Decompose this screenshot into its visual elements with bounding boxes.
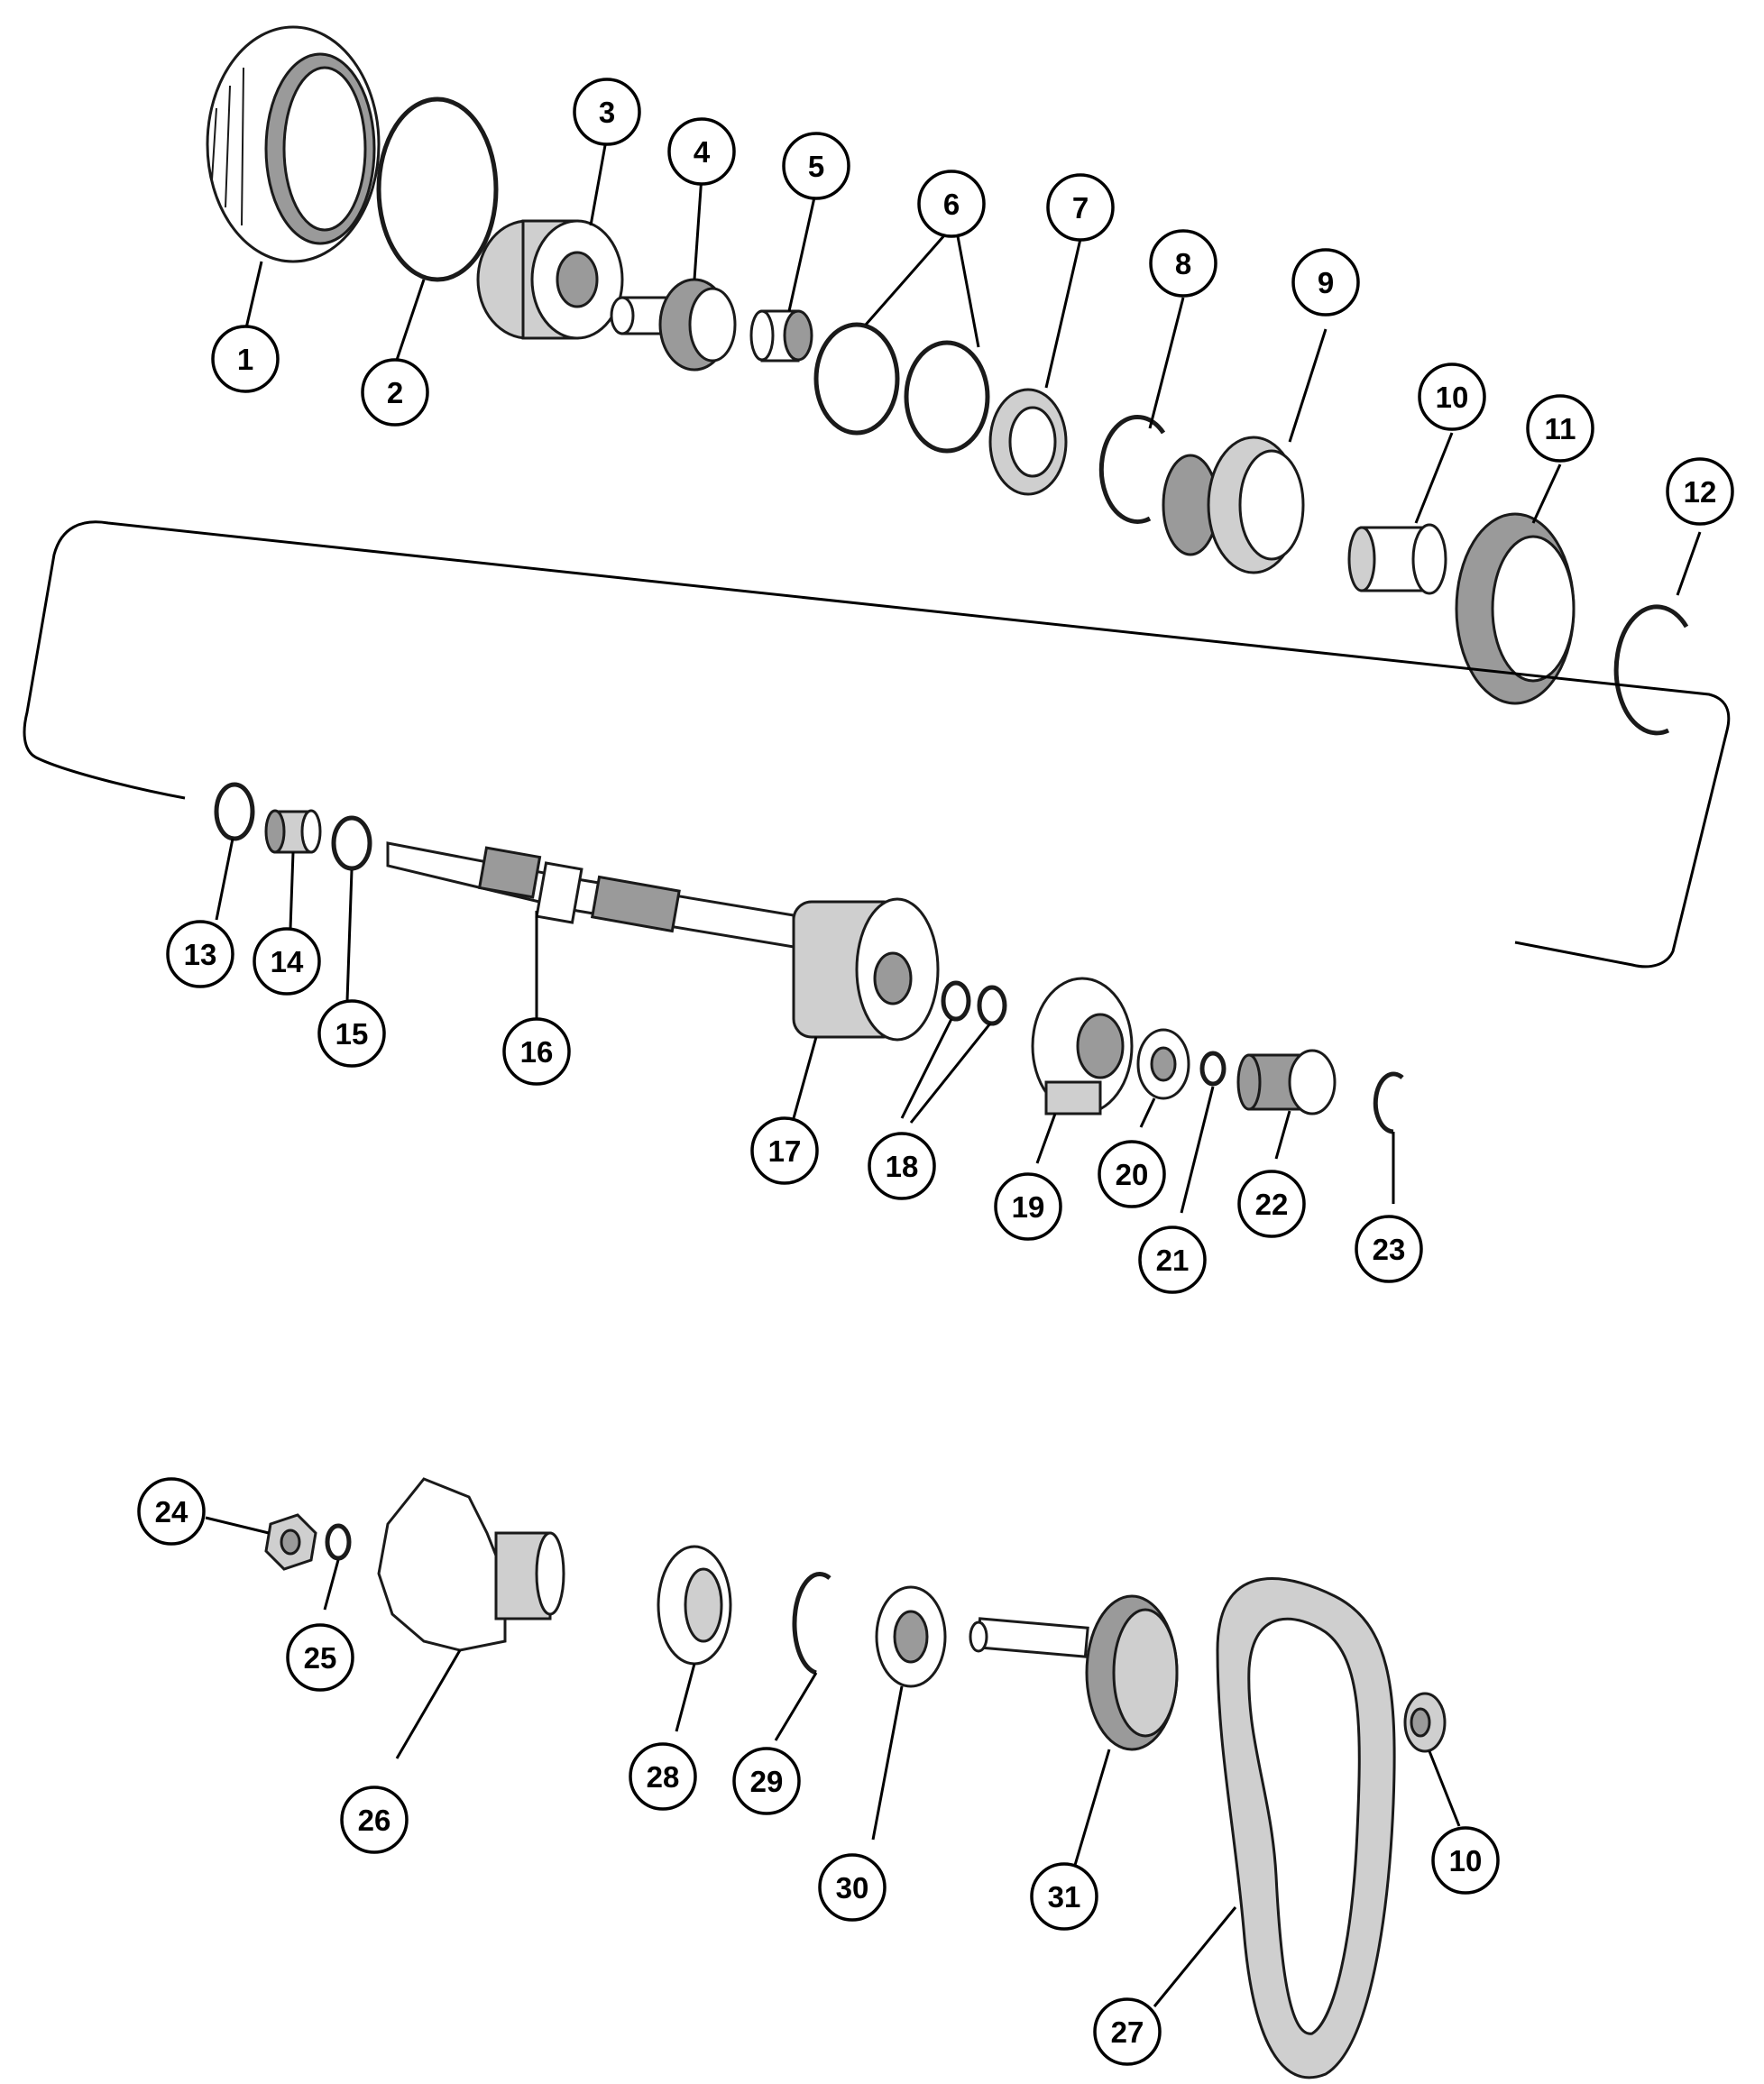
part-mainshaft — [386, 841, 795, 949]
svg-text:21: 21 — [1156, 1244, 1190, 1277]
svg-text:8: 8 — [1175, 247, 1191, 280]
svg-text:4: 4 — [694, 135, 711, 169]
svg-text:27: 27 — [1111, 2015, 1144, 2049]
callout-26: 26 — [340, 1786, 409, 1854]
part-drive-chain — [1216, 1577, 1396, 2079]
svg-text:31: 31 — [1048, 1880, 1081, 1914]
svg-text:5: 5 — [808, 150, 824, 183]
callout-18: 18 — [868, 1132, 936, 1200]
callout-11: 11 — [1526, 394, 1594, 463]
callout-10a: 10 — [1418, 363, 1486, 431]
part-clutch-hub — [1162, 436, 1305, 574]
part-oil-pump-housing — [792, 897, 940, 1042]
svg-text:19: 19 — [1012, 1190, 1045, 1224]
callout-8: 8 — [1149, 229, 1217, 298]
callout-7: 7 — [1046, 173, 1115, 242]
callout-17: 17 — [750, 1116, 819, 1185]
part-seal — [657, 1545, 732, 1666]
svg-text:23: 23 — [1373, 1233, 1406, 1266]
callout-21: 21 — [1138, 1226, 1207, 1294]
part-snap-ring-12 — [1613, 604, 1689, 736]
part-planet-carrier — [476, 219, 624, 340]
callout-4: 4 — [667, 117, 736, 186]
callout-1: 1 — [211, 325, 280, 393]
svg-text:17: 17 — [768, 1134, 802, 1168]
part-output-shaft — [969, 1594, 1179, 1751]
part-thrust-plate — [988, 388, 1068, 496]
svg-text:6: 6 — [943, 188, 960, 221]
part-nut — [264, 1513, 317, 1571]
callout-16: 16 — [502, 1017, 571, 1086]
part-snap-ring-large — [376, 96, 499, 282]
leader-lines — [205, 134, 1702, 2007]
part-drive-sprocket — [1455, 512, 1576, 705]
svg-text:10: 10 — [1449, 1844, 1483, 1877]
svg-text:2: 2 — [387, 376, 403, 409]
part-ball-bearing — [875, 1585, 947, 1688]
part-thrust-washers — [813, 322, 990, 454]
svg-text:1: 1 — [237, 343, 253, 376]
svg-text:11: 11 — [1545, 412, 1576, 445]
part-bushing-small — [1403, 1692, 1447, 1753]
assembly-bracket — [23, 520, 1731, 969]
svg-text:13: 13 — [184, 938, 217, 971]
svg-text:9: 9 — [1318, 266, 1334, 299]
callout-12: 12 — [1666, 457, 1734, 526]
part-needle-bearing — [749, 309, 813, 363]
callout-6: 6 — [917, 170, 986, 238]
callout-13: 13 — [166, 920, 234, 988]
svg-text:28: 28 — [647, 1760, 680, 1794]
svg-text:29: 29 — [750, 1765, 784, 1798]
svg-text:16: 16 — [520, 1035, 554, 1069]
callout-10b: 10 — [1431, 1826, 1500, 1895]
svg-text:18: 18 — [886, 1150, 919, 1183]
part-washer-25 — [325, 1523, 352, 1561]
callout-14: 14 — [253, 927, 321, 996]
part-bearing-20 — [1136, 1028, 1190, 1100]
callout-23: 23 — [1355, 1215, 1423, 1283]
part-snap-ring-13 — [214, 782, 255, 841]
svg-text:22: 22 — [1255, 1188, 1289, 1221]
part-speedo-gear — [1236, 1049, 1337, 1115]
callout-2: 2 — [361, 358, 429, 427]
callout-20: 20 — [1098, 1140, 1166, 1208]
callout-9: 9 — [1291, 248, 1360, 317]
callout-5: 5 — [782, 132, 850, 200]
callout-29: 29 — [732, 1747, 801, 1815]
svg-text:20: 20 — [1116, 1158, 1149, 1191]
part-bushing — [1347, 523, 1447, 595]
part-washer-15 — [331, 815, 372, 871]
svg-text:12: 12 — [1684, 475, 1717, 509]
part-snap-ring — [1098, 415, 1166, 524]
svg-text:24: 24 — [155, 1495, 188, 1529]
svg-text:15: 15 — [335, 1017, 369, 1051]
part-ring-21 — [1199, 1051, 1227, 1087]
part-yoke — [377, 1477, 565, 1652]
callout-19: 19 — [994, 1172, 1062, 1241]
callout-28: 28 — [629, 1742, 697, 1811]
part-small-gear — [264, 809, 322, 854]
svg-text:3: 3 — [599, 96, 615, 129]
svg-text:26: 26 — [358, 1804, 391, 1837]
callout-3: 3 — [573, 78, 641, 146]
part-washers-18 — [941, 980, 1007, 1026]
callout-31: 31 — [1030, 1862, 1098, 1931]
part-snap-ring-29 — [792, 1572, 831, 1675]
part-sun-gear — [610, 278, 737, 372]
svg-text:10: 10 — [1436, 381, 1469, 414]
callout-24: 24 — [137, 1477, 206, 1546]
callout-25: 25 — [286, 1623, 354, 1692]
callout-15: 15 — [317, 999, 386, 1068]
callout-22: 22 — [1237, 1170, 1306, 1238]
svg-text:25: 25 — [304, 1641, 337, 1675]
callout-30: 30 — [818, 1853, 887, 1922]
svg-text:7: 7 — [1072, 191, 1089, 225]
svg-text:30: 30 — [836, 1871, 869, 1905]
callout-27: 27 — [1093, 1997, 1162, 2066]
svg-text:14: 14 — [271, 945, 304, 978]
part-snap-ring-23 — [1373, 1071, 1404, 1134]
part-ring-gear — [206, 25, 381, 263]
part-retainer-housing — [1031, 977, 1134, 1115]
